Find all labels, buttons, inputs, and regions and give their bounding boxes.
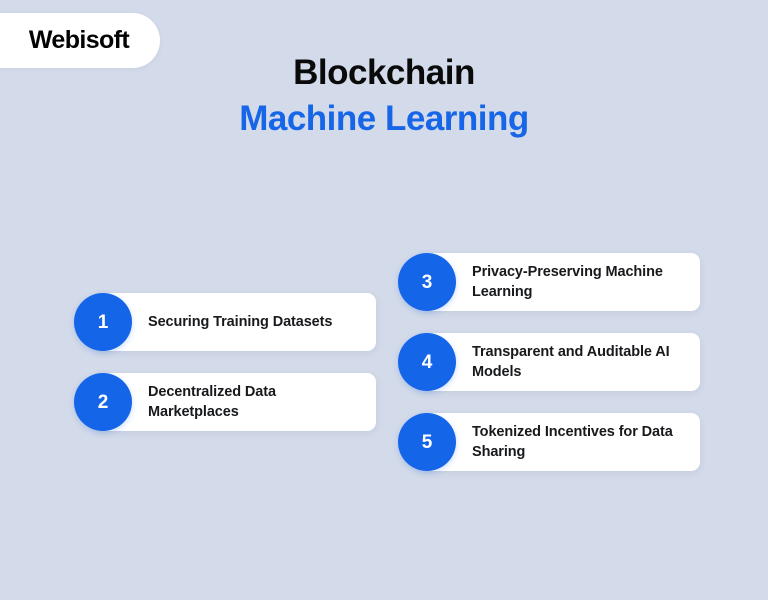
item-card bbox=[417, 253, 700, 311]
brand-logo: Webisoft bbox=[0, 13, 160, 68]
item-number-badge: 3 bbox=[398, 253, 456, 311]
page-title-line-2: Machine Learning bbox=[239, 99, 529, 139]
item-label: Securing Training Datasets bbox=[148, 314, 333, 330]
item-column-right: 3 Privacy-Preserving Machine Learning 4 … bbox=[398, 253, 700, 471]
item-card bbox=[93, 373, 376, 431]
item-number: 1 bbox=[97, 311, 109, 333]
item-card bbox=[417, 333, 700, 391]
item-number-badge: 1 bbox=[74, 293, 132, 351]
item-card bbox=[417, 413, 700, 471]
item-number: 3 bbox=[421, 271, 433, 293]
item-number: 2 bbox=[97, 391, 109, 413]
list-item: 2 Decentralized Data Marketplaces bbox=[74, 373, 376, 431]
page-title-line-1: Blockchain bbox=[293, 53, 475, 92]
item-card bbox=[93, 293, 376, 351]
item-label: Tokenized Incentives for Data Sharing bbox=[472, 424, 673, 460]
page-title: Blockchain Machine Learning bbox=[0, 50, 768, 142]
item-number-badge: 2 bbox=[74, 373, 132, 431]
item-label: Decentralized Data Marketplaces bbox=[148, 384, 276, 420]
item-number-badge: 4 bbox=[398, 333, 456, 391]
item-number-badge: 5 bbox=[398, 413, 456, 471]
list-item: 3 Privacy-Preserving Machine Learning bbox=[398, 253, 700, 311]
item-column-left: 1 Securing Training Datasets 2 Decentral… bbox=[74, 293, 376, 431]
list-item: 5 Tokenized Incentives for Data Sharing bbox=[398, 413, 700, 471]
item-label: Transparent and Auditable AI Models bbox=[472, 344, 670, 380]
item-label: Privacy-Preserving Machine Learning bbox=[472, 264, 663, 300]
list-item: 1 Securing Training Datasets bbox=[74, 293, 376, 351]
brand-logo-text: Webisoft bbox=[28, 26, 130, 54]
item-number: 5 bbox=[421, 431, 433, 453]
list-item: 4 Transparent and Auditable AI Models bbox=[398, 333, 700, 391]
item-number: 4 bbox=[421, 351, 433, 373]
